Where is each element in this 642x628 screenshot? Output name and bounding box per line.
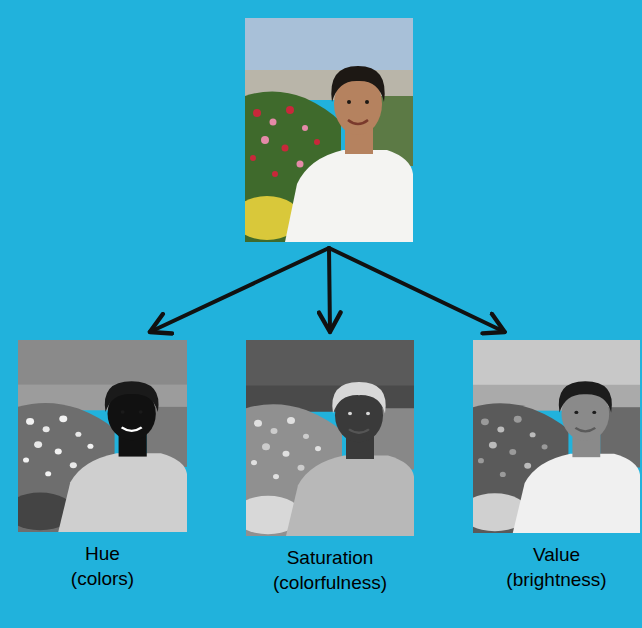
channel-caption: Saturation (colorfulness) [273, 546, 387, 595]
arrow-connector [150, 248, 329, 332]
value-photo [473, 340, 640, 533]
channel-photo: Hue (colors) [18, 340, 187, 532]
hue-photo [18, 340, 187, 532]
saturation-photo [246, 340, 414, 536]
channel-photo: Saturation (colorfulness) [246, 340, 414, 536]
channel-photo: Value (brightness) [473, 340, 640, 533]
channel-caption: Hue (colors) [71, 542, 134, 591]
arrow-connector [329, 248, 505, 332]
channel-caption: Value (brightness) [506, 543, 606, 592]
source-photo [245, 18, 413, 242]
color-photo [245, 18, 413, 242]
arrow-connector [329, 248, 330, 332]
